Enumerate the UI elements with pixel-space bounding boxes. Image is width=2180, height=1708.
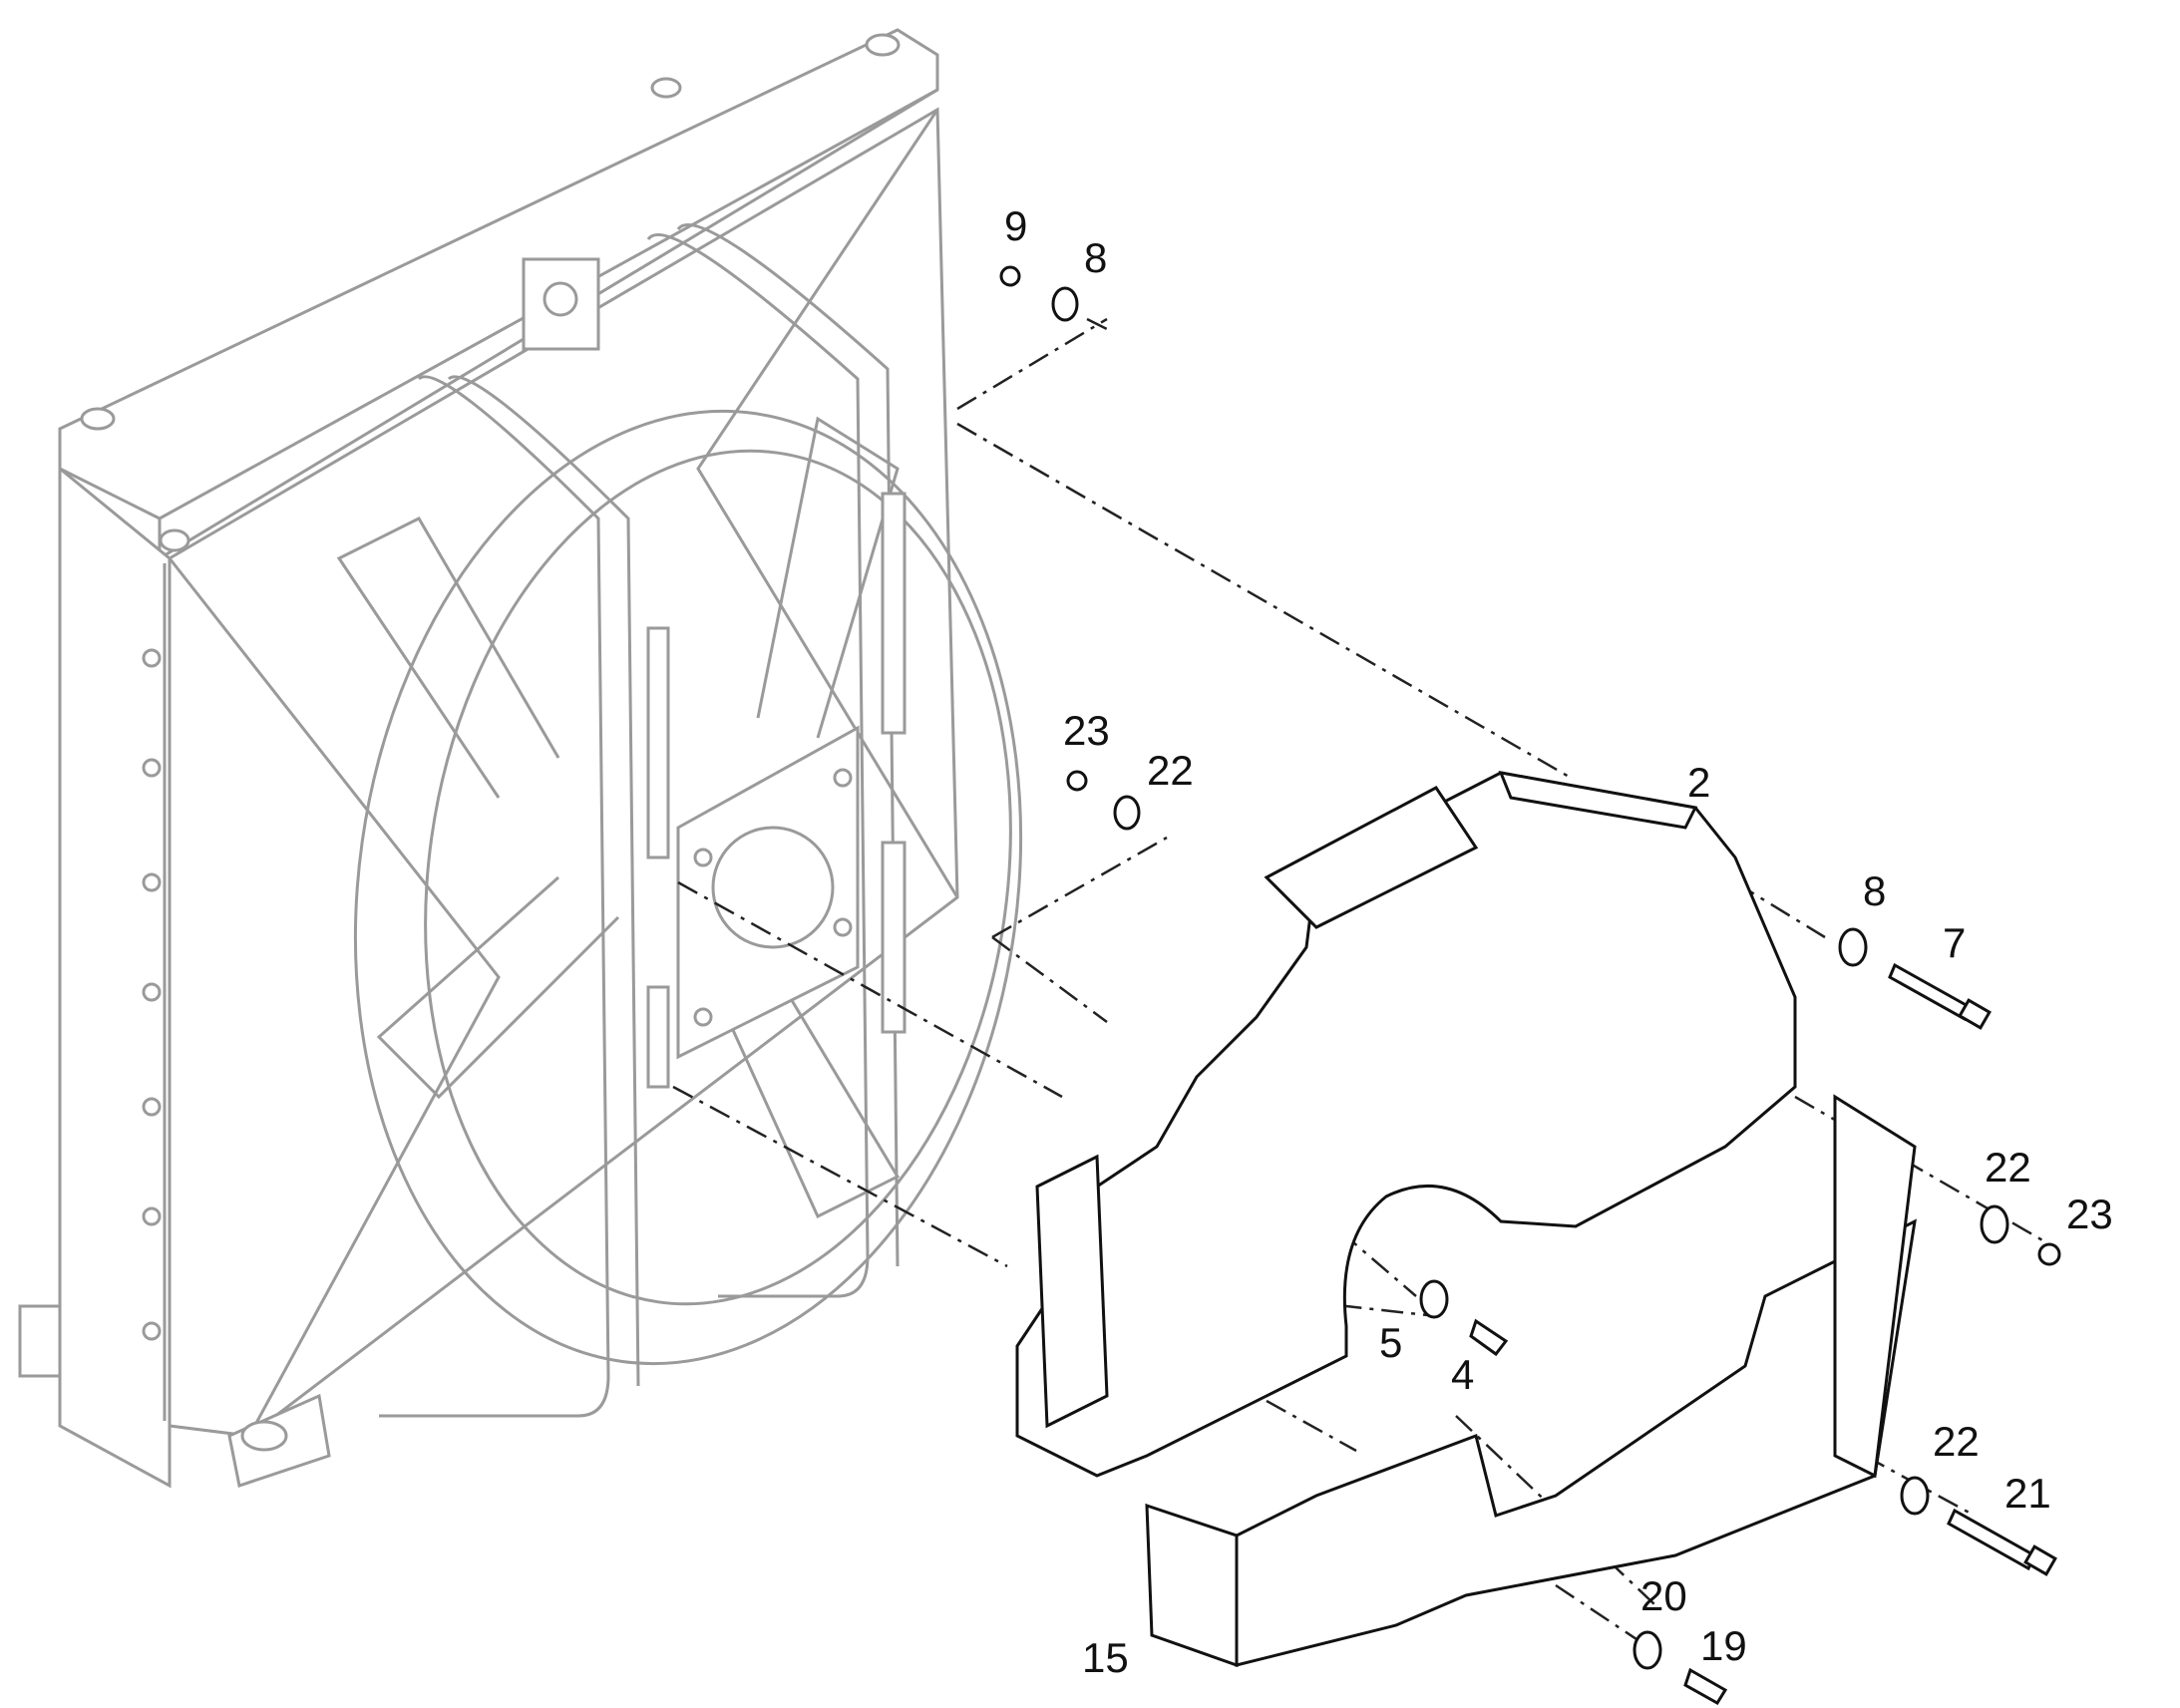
bolt-21-icon xyxy=(1947,1508,2036,1571)
callout-21: 21 xyxy=(2004,1470,2051,1517)
callout-2: 2 xyxy=(1687,759,1711,806)
callout-23-right: 23 xyxy=(2066,1191,2113,1237)
washer-22-left-icon xyxy=(1113,795,1141,831)
callout-15: 15 xyxy=(1082,1634,1129,1681)
bolt-7-icon xyxy=(1888,962,1972,1022)
core-bolts xyxy=(142,648,162,1341)
callout-20: 20 xyxy=(1640,1572,1687,1619)
nut-23-left-icon xyxy=(1066,770,1088,792)
callout-8-top: 8 xyxy=(1084,234,1108,281)
radiator-assembly xyxy=(18,28,1023,1489)
guard-lower-panel xyxy=(1145,1094,1917,1668)
callout-8-right: 8 xyxy=(1863,867,1887,914)
washer-8-right-icon xyxy=(1838,927,1868,967)
callout-4: 4 xyxy=(1451,1351,1475,1398)
callout-22-mid: 22 xyxy=(1985,1144,2031,1191)
callout-23-left: 23 xyxy=(1063,707,1110,754)
bolt-4-icon xyxy=(1469,1318,1509,1357)
guard-upper-panel xyxy=(1015,771,1797,1478)
nut-23-right-icon xyxy=(2037,1242,2061,1266)
hardware xyxy=(999,265,2061,1706)
washer-20-icon xyxy=(1633,1630,1662,1670)
callout-9: 9 xyxy=(1004,202,1028,249)
washer-8-top-icon xyxy=(1051,286,1079,322)
washer-22-low-icon xyxy=(1900,1476,1930,1516)
bolt-19-icon xyxy=(1683,1667,1728,1706)
callout-22-low: 22 xyxy=(1933,1418,1980,1465)
nut-9-icon xyxy=(999,265,1021,287)
callout-19: 19 xyxy=(1700,1622,1747,1669)
callout-22-left: 22 xyxy=(1147,747,1194,794)
callout-5: 5 xyxy=(1379,1319,1403,1366)
washer-22-mid-icon xyxy=(1980,1204,2009,1244)
washer-5-icon xyxy=(1419,1279,1449,1319)
callout-7: 7 xyxy=(1943,919,1967,966)
